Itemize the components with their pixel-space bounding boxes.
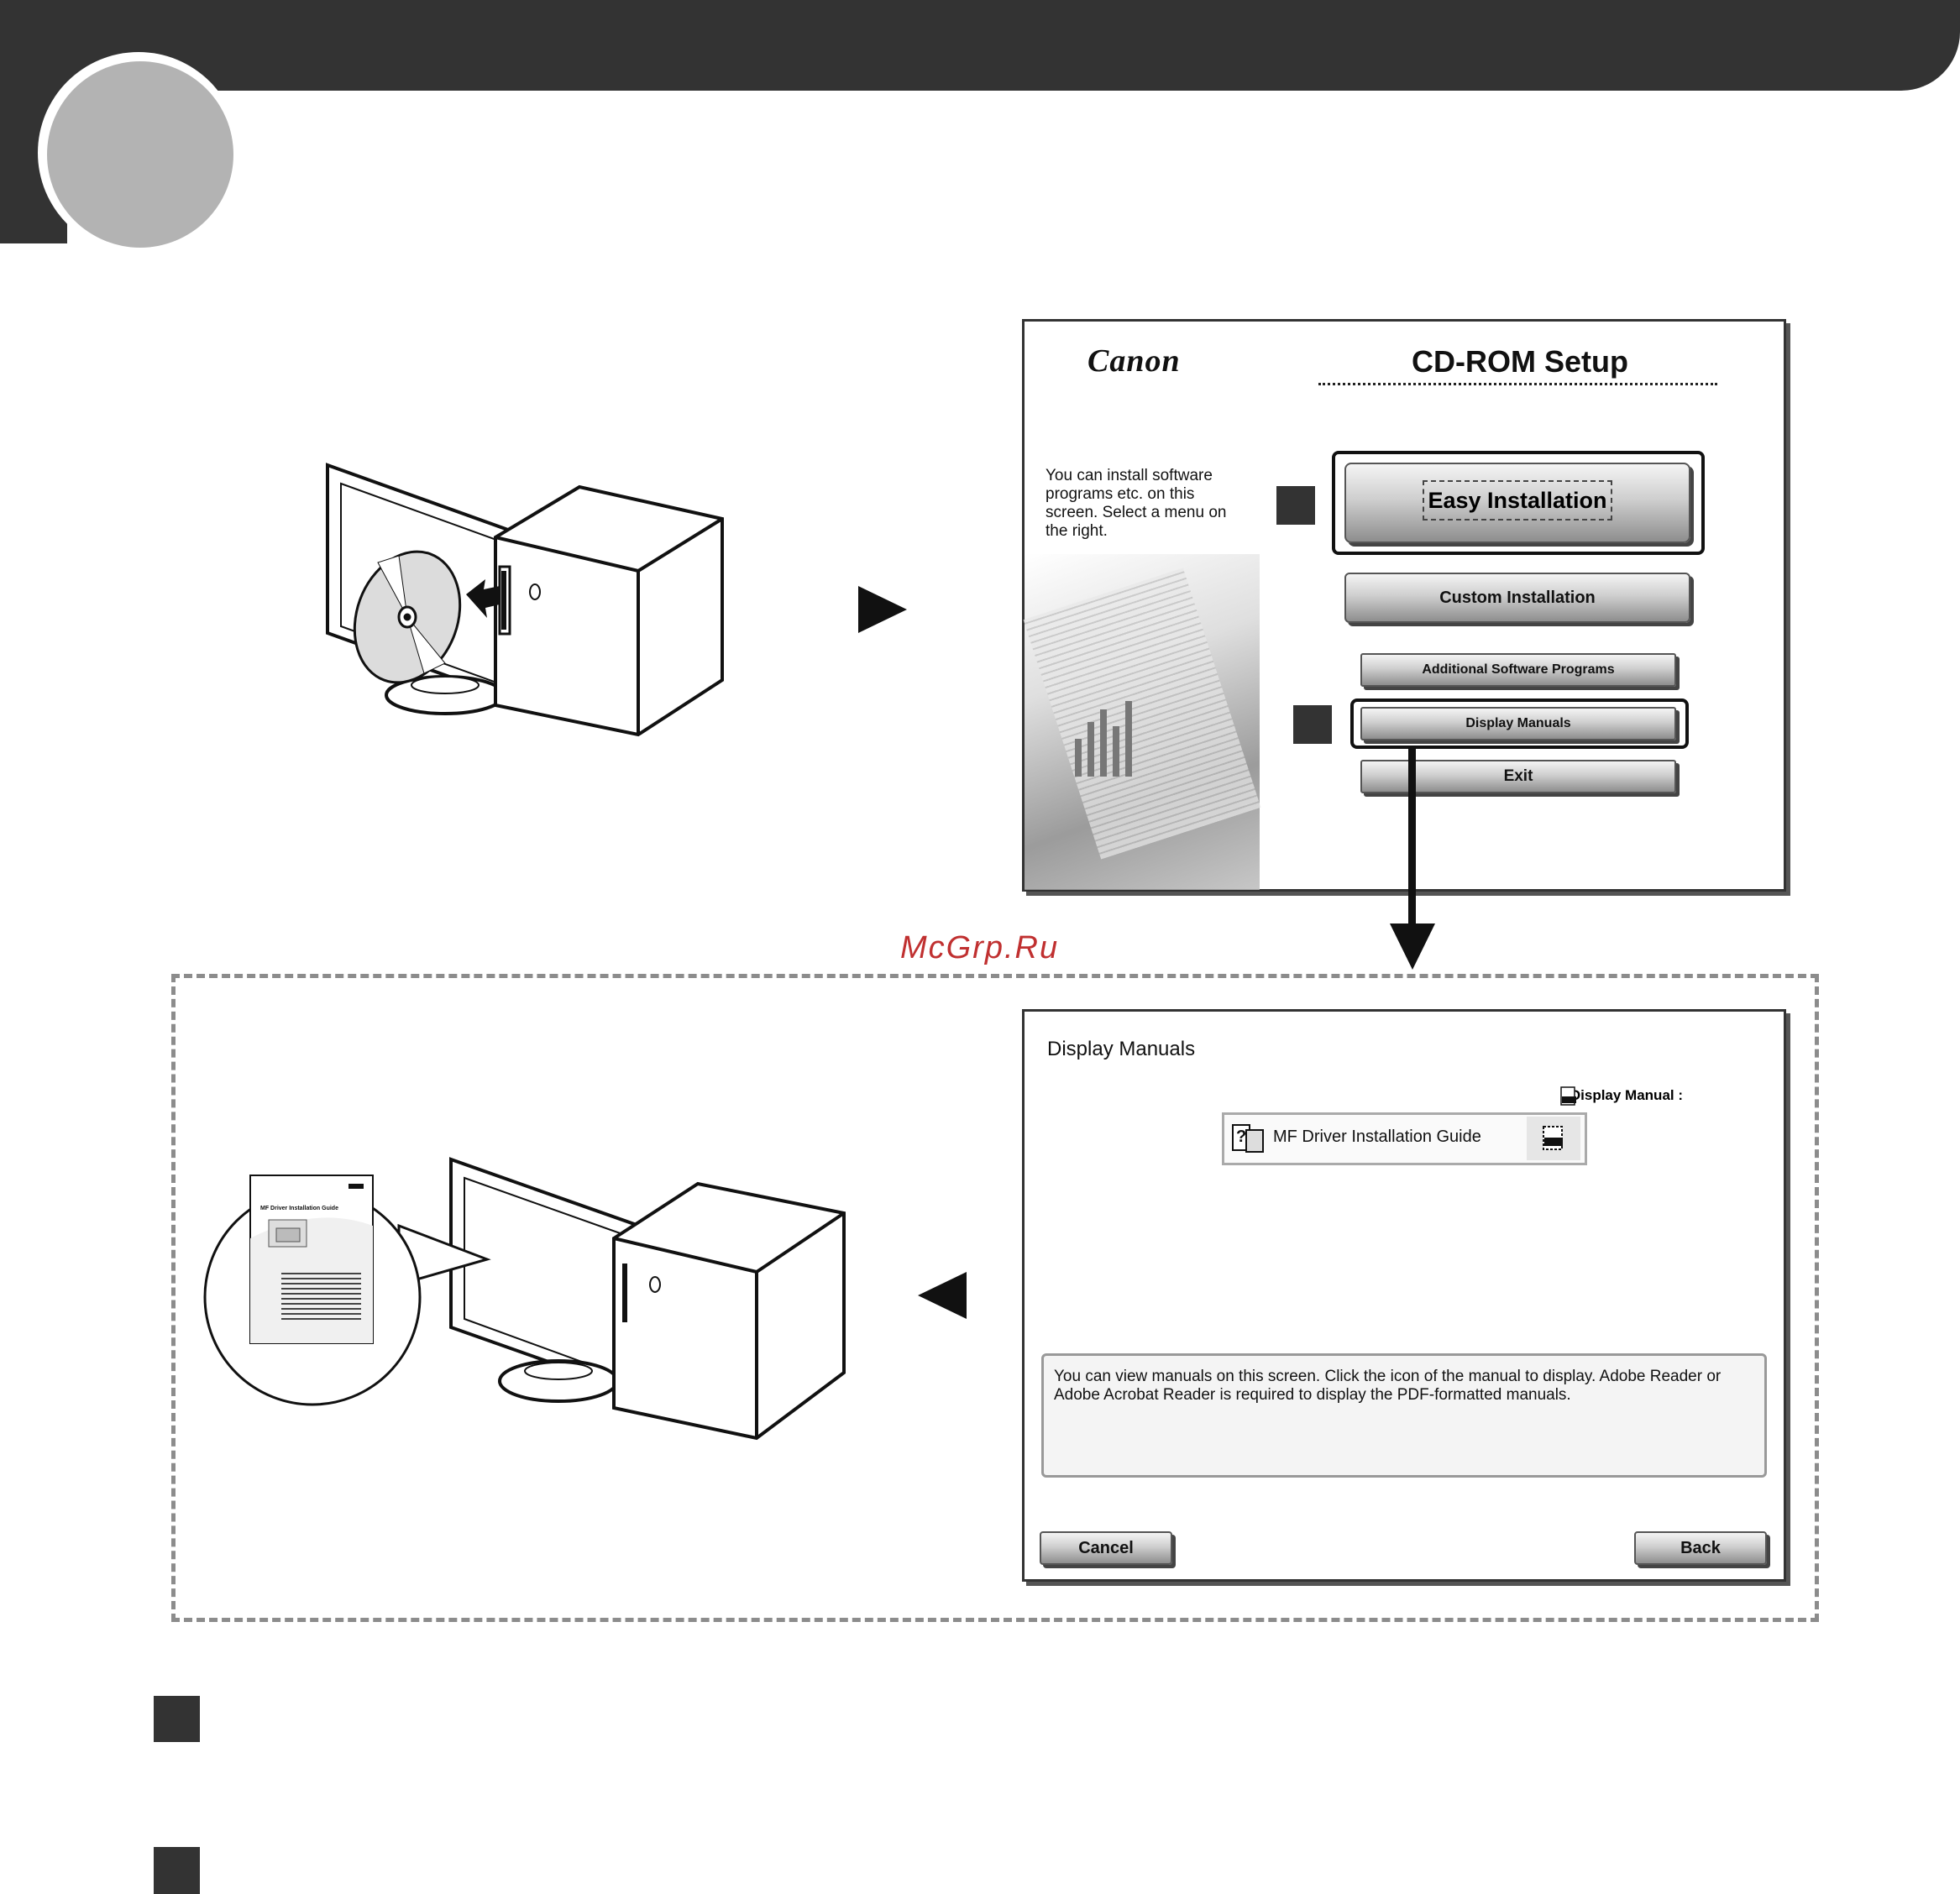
- manual-cover-title: MF Driver Installation Guide: [260, 1206, 338, 1211]
- back-button[interactable]: Back: [1634, 1531, 1767, 1565]
- setup-title: CD-ROM Setup: [1318, 344, 1722, 379]
- insert-cd-illustration: [319, 453, 739, 756]
- title-underline: [1318, 383, 1717, 385]
- manuals-info-text: You can view manuals on this screen. Cli…: [1041, 1353, 1767, 1478]
- column-header-label: Display Manual :: [1570, 1087, 1683, 1103]
- additional-software-button[interactable]: Additional Software Programs: [1360, 653, 1676, 687]
- setup-description: You can install software programs etc. o…: [1046, 467, 1247, 541]
- manuals-window-title: Display Manuals: [1047, 1038, 1195, 1061]
- previous-step-arrow-icon: [918, 1272, 967, 1319]
- step-marker-1: [1276, 486, 1315, 525]
- custom-installation-button[interactable]: Custom Installation: [1344, 573, 1690, 623]
- tower-icon: [614, 1184, 844, 1438]
- pdf-icon[interactable]: [1541, 1125, 1566, 1152]
- manual-name: MF Driver Installation Guide: [1273, 1128, 1481, 1147]
- tower-icon: [495, 487, 722, 735]
- step-marker-2: [1293, 705, 1332, 744]
- display-manuals-button[interactable]: Display Manuals: [1360, 707, 1676, 740]
- easy-installation-label: Easy Installation: [1423, 480, 1612, 521]
- cancel-button[interactable]: Cancel: [1040, 1531, 1172, 1565]
- flow-arrow-down-icon: [1390, 923, 1435, 970]
- step-marker-bottom-2: [154, 1847, 200, 1894]
- manual-book-icon: MF Driver Installation Guide: [250, 1175, 373, 1343]
- watermark: McGrp.Ru: [900, 930, 1059, 966]
- step-marker-bottom-1: [154, 1696, 200, 1742]
- flow-arrow-line: [1408, 747, 1416, 932]
- help-book-icon: ?: [1231, 1122, 1266, 1155]
- next-step-arrow-icon: [858, 586, 907, 633]
- view-manual-illustration: MF Driver Installation Guide: [197, 1146, 861, 1448]
- brochure-chart-image: [1071, 688, 1146, 781]
- header-band: [0, 0, 1960, 91]
- pdf-icon: [1559, 1086, 1578, 1107]
- canon-logo: Canon: [1087, 343, 1181, 379]
- step-number-circle: [47, 61, 233, 248]
- svg-text:?: ?: [1236, 1128, 1246, 1146]
- display-manual-column-header: Display Manual :: [1394, 1087, 1713, 1104]
